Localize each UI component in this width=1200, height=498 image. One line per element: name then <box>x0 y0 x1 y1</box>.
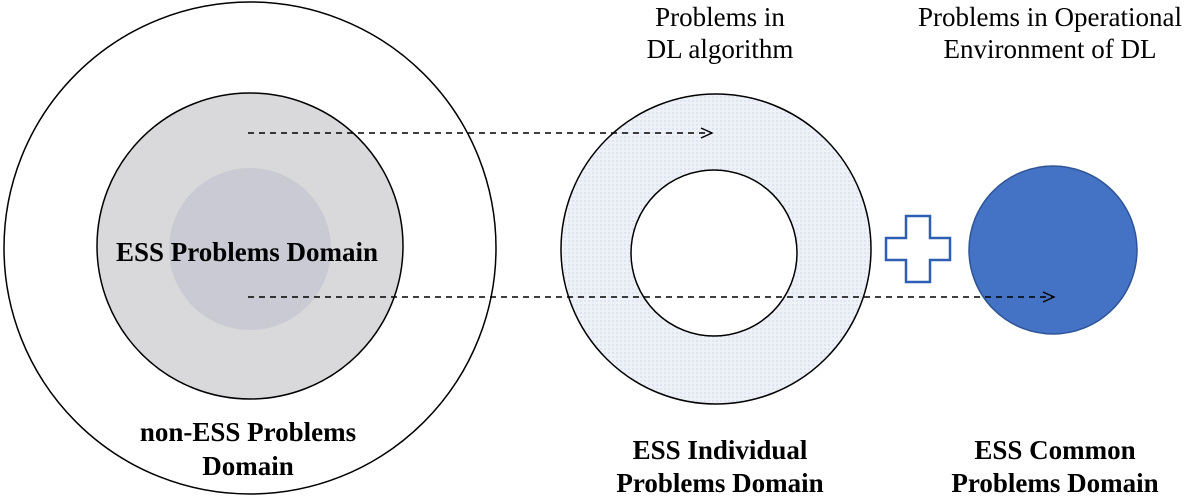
plus-icon <box>884 214 952 284</box>
common-label-line1: ESS Common <box>974 435 1135 465</box>
dl-algorithm-label-line1: Problems in <box>655 2 785 32</box>
individual-label-line1: ESS Individual <box>633 435 808 465</box>
non-ess-label-line2: Domain <box>202 451 294 481</box>
dl-algorithm-label-line2: DL algorithm <box>647 34 794 64</box>
ess-common-circle <box>968 165 1138 335</box>
ess-problems-core-circle <box>169 168 331 330</box>
non-ess-label-line1: non-ESS Problems <box>140 417 356 447</box>
operational-label-line2: Environment of DL <box>944 34 1157 64</box>
individual-label-line2: Problems Domain <box>616 468 823 498</box>
operational-label-line1: Problems in Operational <box>918 2 1182 32</box>
ess-problems-domain-label: ESS Problems Domain <box>116 237 378 267</box>
common-label-line2: Problems Domain <box>951 468 1158 498</box>
ess-individual-ring-hole <box>630 169 798 337</box>
